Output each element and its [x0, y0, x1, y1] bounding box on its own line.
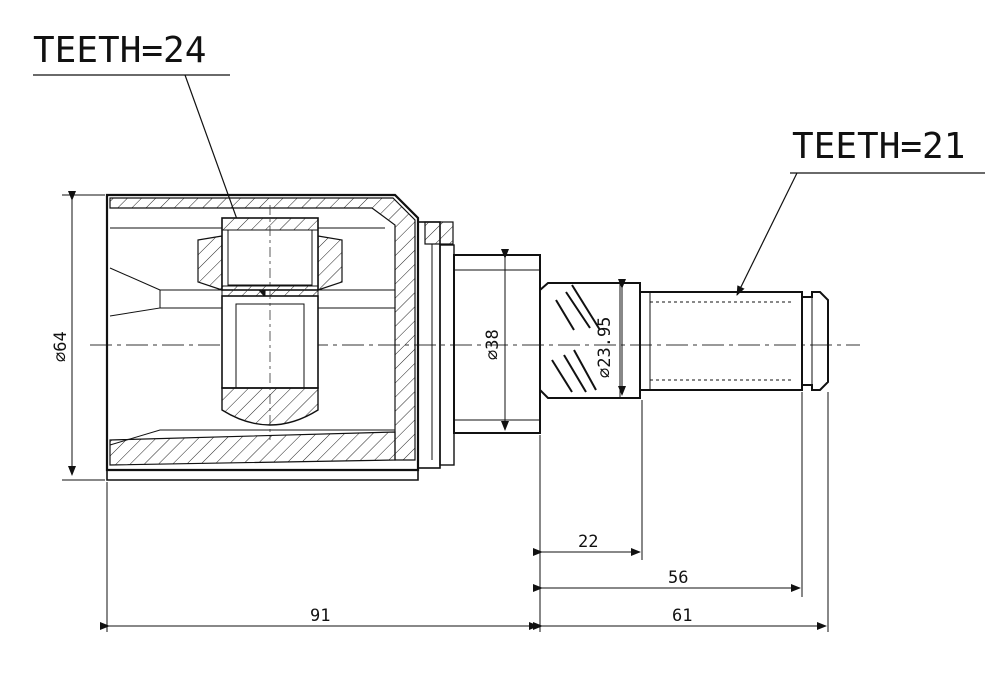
spline-shaft — [539, 282, 829, 399]
dim-housing-dia: ⌀64 — [51, 191, 105, 481]
teeth-right-label: TEETH=21 — [792, 126, 965, 167]
teeth-left-label-group: TEETH=24 — [33, 30, 266, 298]
dim-length-61: 61 — [533, 606, 827, 630]
teeth-left-label: TEETH=24 — [33, 30, 206, 71]
len-61-label: 61 — [672, 606, 692, 626]
dim-length-91: 91 — [100, 606, 539, 630]
outer-housing — [105, 193, 420, 481]
spline-dia-label: ⌀23.95 — [595, 317, 615, 378]
dim-length-22: 22 — [533, 532, 641, 556]
teeth-right-leader — [736, 172, 798, 296]
extension-lines — [106, 392, 829, 632]
len-91-label: 91 — [310, 606, 330, 626]
teeth-right-label-group: TEETH=21 — [736, 126, 985, 296]
dim-flange-dia: ⌀38 — [483, 249, 509, 431]
housing-dia-label: ⌀64 — [51, 331, 71, 362]
flange-dia-label: ⌀38 — [483, 329, 503, 360]
tripod-assembly — [197, 205, 343, 440]
dim-length-56: 56 — [533, 568, 801, 592]
len-22-label: 22 — [578, 532, 598, 552]
len-56-label: 56 — [668, 568, 688, 588]
dim-spline-dia: ⌀23.95 — [595, 279, 626, 396]
